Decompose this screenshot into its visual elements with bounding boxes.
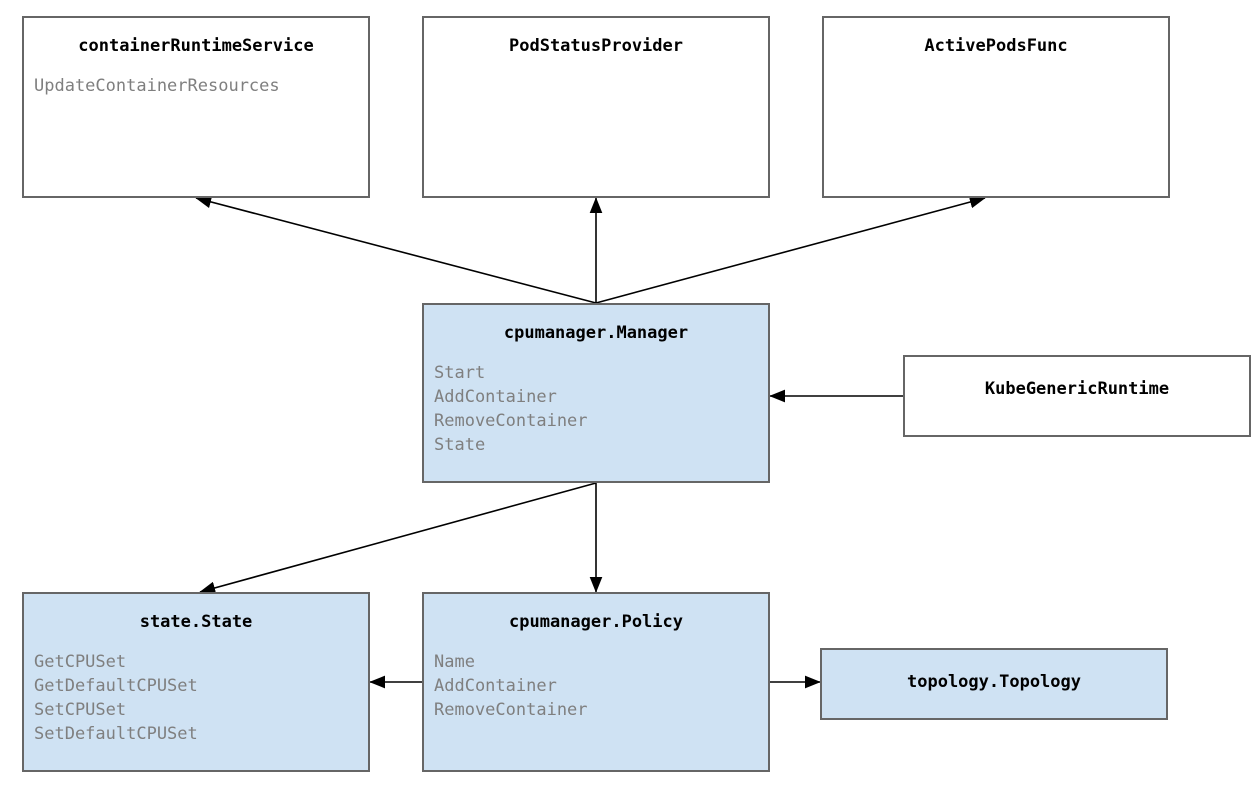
class-node-member: State — [434, 435, 486, 455]
class-node-member: RemoveContainer — [434, 700, 588, 720]
edge-manager-to-activePodsFunc — [595, 195, 986, 304]
class-node-member: UpdateContainerResources — [34, 76, 280, 96]
edge-manager-to-containerRuntimeService — [195, 195, 597, 304]
class-node-title: containerRuntimeService — [78, 36, 314, 56]
class-node-member: Name — [434, 652, 475, 672]
class-node-title: ActivePodsFunc — [924, 36, 1068, 56]
class-node-member: SetDefaultCPUSet — [34, 724, 198, 744]
class-node-title: KubeGenericRuntime — [984, 379, 1170, 399]
class-node-member: AddContainer — [434, 387, 557, 407]
class-node-member: SetCPUSet — [34, 700, 127, 720]
class-node-title: topology.Topology — [907, 672, 1081, 692]
class-node-title: cpumanager.Policy — [509, 612, 683, 632]
class-node-kubeGenericRuntime[interactable]: KubeGenericRuntime — [903, 355, 1251, 437]
class-node-member: AddContainer — [434, 676, 557, 696]
class-node-member: RemoveContainer — [434, 411, 588, 431]
class-node-title: state.State — [139, 612, 253, 632]
class-node-title: PodStatusProvider — [509, 36, 683, 56]
class-node-members: UpdateContainerResources — [34, 74, 368, 98]
edge-manager-to-stateState — [199, 482, 597, 595]
class-node-activePodsFunc[interactable]: ActivePodsFunc — [822, 16, 1170, 198]
class-node-topologyTopology[interactable]: topology.Topology — [820, 648, 1168, 720]
class-node-member: Start — [434, 363, 486, 383]
class-node-title: cpumanager.Manager — [503, 323, 689, 343]
class-node-member: GetCPUSet — [34, 652, 127, 672]
class-node-member: GetDefaultCPUSet — [34, 676, 198, 696]
class-node-podStatusProvider[interactable]: PodStatusProvider — [422, 16, 770, 198]
